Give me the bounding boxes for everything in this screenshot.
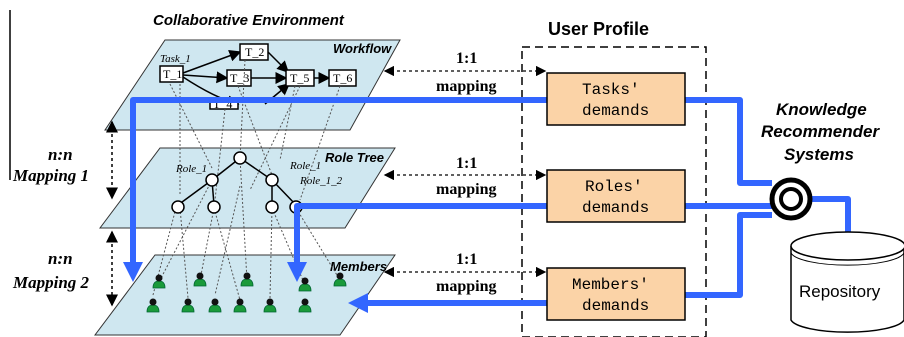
member-person-icon: [208, 298, 222, 313]
krs-node: [769, 177, 813, 221]
task-box-t6: T_6: [328, 69, 357, 87]
mapping-ratio-3: 1:1: [456, 251, 477, 268]
workflow-plane: [104, 39, 401, 131]
blue-flows: [130, 97, 851, 306]
role-node-3: [171, 200, 185, 214]
role-node-5: [265, 200, 279, 214]
krs-label-line2: Recommender: [761, 122, 880, 141]
members-demands-line1: Members': [572, 276, 649, 294]
nn-ratio-2: n:n: [48, 249, 73, 268]
member-person-icon: [146, 298, 160, 313]
repository-cylinder: [790, 231, 904, 333]
task-box-t3: T_3: [226, 69, 252, 87]
member-person-icon: [240, 272, 254, 287]
diagram-title: Collaborative Environment: [153, 12, 345, 29]
nn-label-1: Mapping 1: [12, 166, 89, 185]
repository-label: Repository: [799, 282, 881, 301]
task-label-t1: T_1: [163, 67, 182, 81]
user-profile-box: [521, 46, 707, 337]
task-label-t2: T_2: [245, 45, 264, 59]
roles-demands-line2: demands: [582, 199, 649, 217]
one-to-one-arrows: [383, 65, 547, 278]
cross-layer-links: [152, 59, 341, 301]
tasks-demands-box: Tasks' demands: [546, 72, 686, 126]
role-label-a: Role_1: [175, 163, 207, 175]
role-node-root: [233, 151, 247, 165]
nn-label-2: Mapping 2: [12, 273, 90, 292]
members-plane: [94, 254, 396, 336]
tasks-demands-line1: Tasks': [582, 81, 640, 99]
task-box-t2: T_2: [239, 43, 269, 61]
task-group-label: Task_1: [160, 53, 191, 65]
roles-demands-line1: Roles': [585, 178, 643, 196]
members-layer-label: Members: [330, 259, 387, 274]
krs-label-line3: Systems: [784, 145, 854, 164]
task-box-t1: T_1: [159, 65, 184, 83]
mapping-label-1: mapping: [436, 78, 496, 95]
members-group: [146, 272, 347, 313]
role-node-1: [205, 173, 219, 187]
tasks-demands-line2: demands: [582, 102, 649, 120]
role-label-b: Role_1: [289, 160, 321, 172]
member-person-icon: [298, 277, 312, 292]
member-person-icon: [181, 298, 195, 313]
members-demands-line2: demands: [582, 297, 649, 315]
user-profile-title: User Profile: [548, 19, 649, 39]
member-person-icon: [233, 298, 247, 313]
blue-arrowheads: [123, 262, 368, 313]
mapping-ratio-2: 1:1: [456, 155, 477, 172]
nn-ratio-1: n:n: [48, 145, 73, 164]
member-person-icon: [193, 272, 207, 287]
mapping-ratio-1: 1:1: [456, 50, 477, 67]
mapping-label-3: mapping: [436, 278, 496, 295]
role-label-1-2: Role_1_2: [299, 175, 343, 187]
roles-demands-box: Roles' demands: [546, 169, 686, 223]
member-person-icon: [152, 274, 166, 289]
task-label-t3: T_3: [230, 71, 249, 85]
role-tree-layer-label: Role Tree: [325, 150, 384, 165]
task-box-t5: T_5: [285, 69, 315, 87]
workflow-layer-label: Workflow: [333, 41, 392, 56]
task-label-t5: T_5: [290, 71, 309, 85]
member-person-icon: [298, 298, 312, 313]
role-node-4: [207, 200, 221, 214]
members-demands-box: Members' demands: [546, 267, 686, 321]
task-label-t6: T_6: [333, 71, 352, 85]
krs-label-line1: Knowledge: [776, 100, 867, 119]
role-node-2: [265, 173, 279, 187]
member-person-icon: [263, 298, 277, 313]
member-person-icon: [333, 272, 347, 287]
mapping-label-2: mapping: [436, 181, 496, 198]
